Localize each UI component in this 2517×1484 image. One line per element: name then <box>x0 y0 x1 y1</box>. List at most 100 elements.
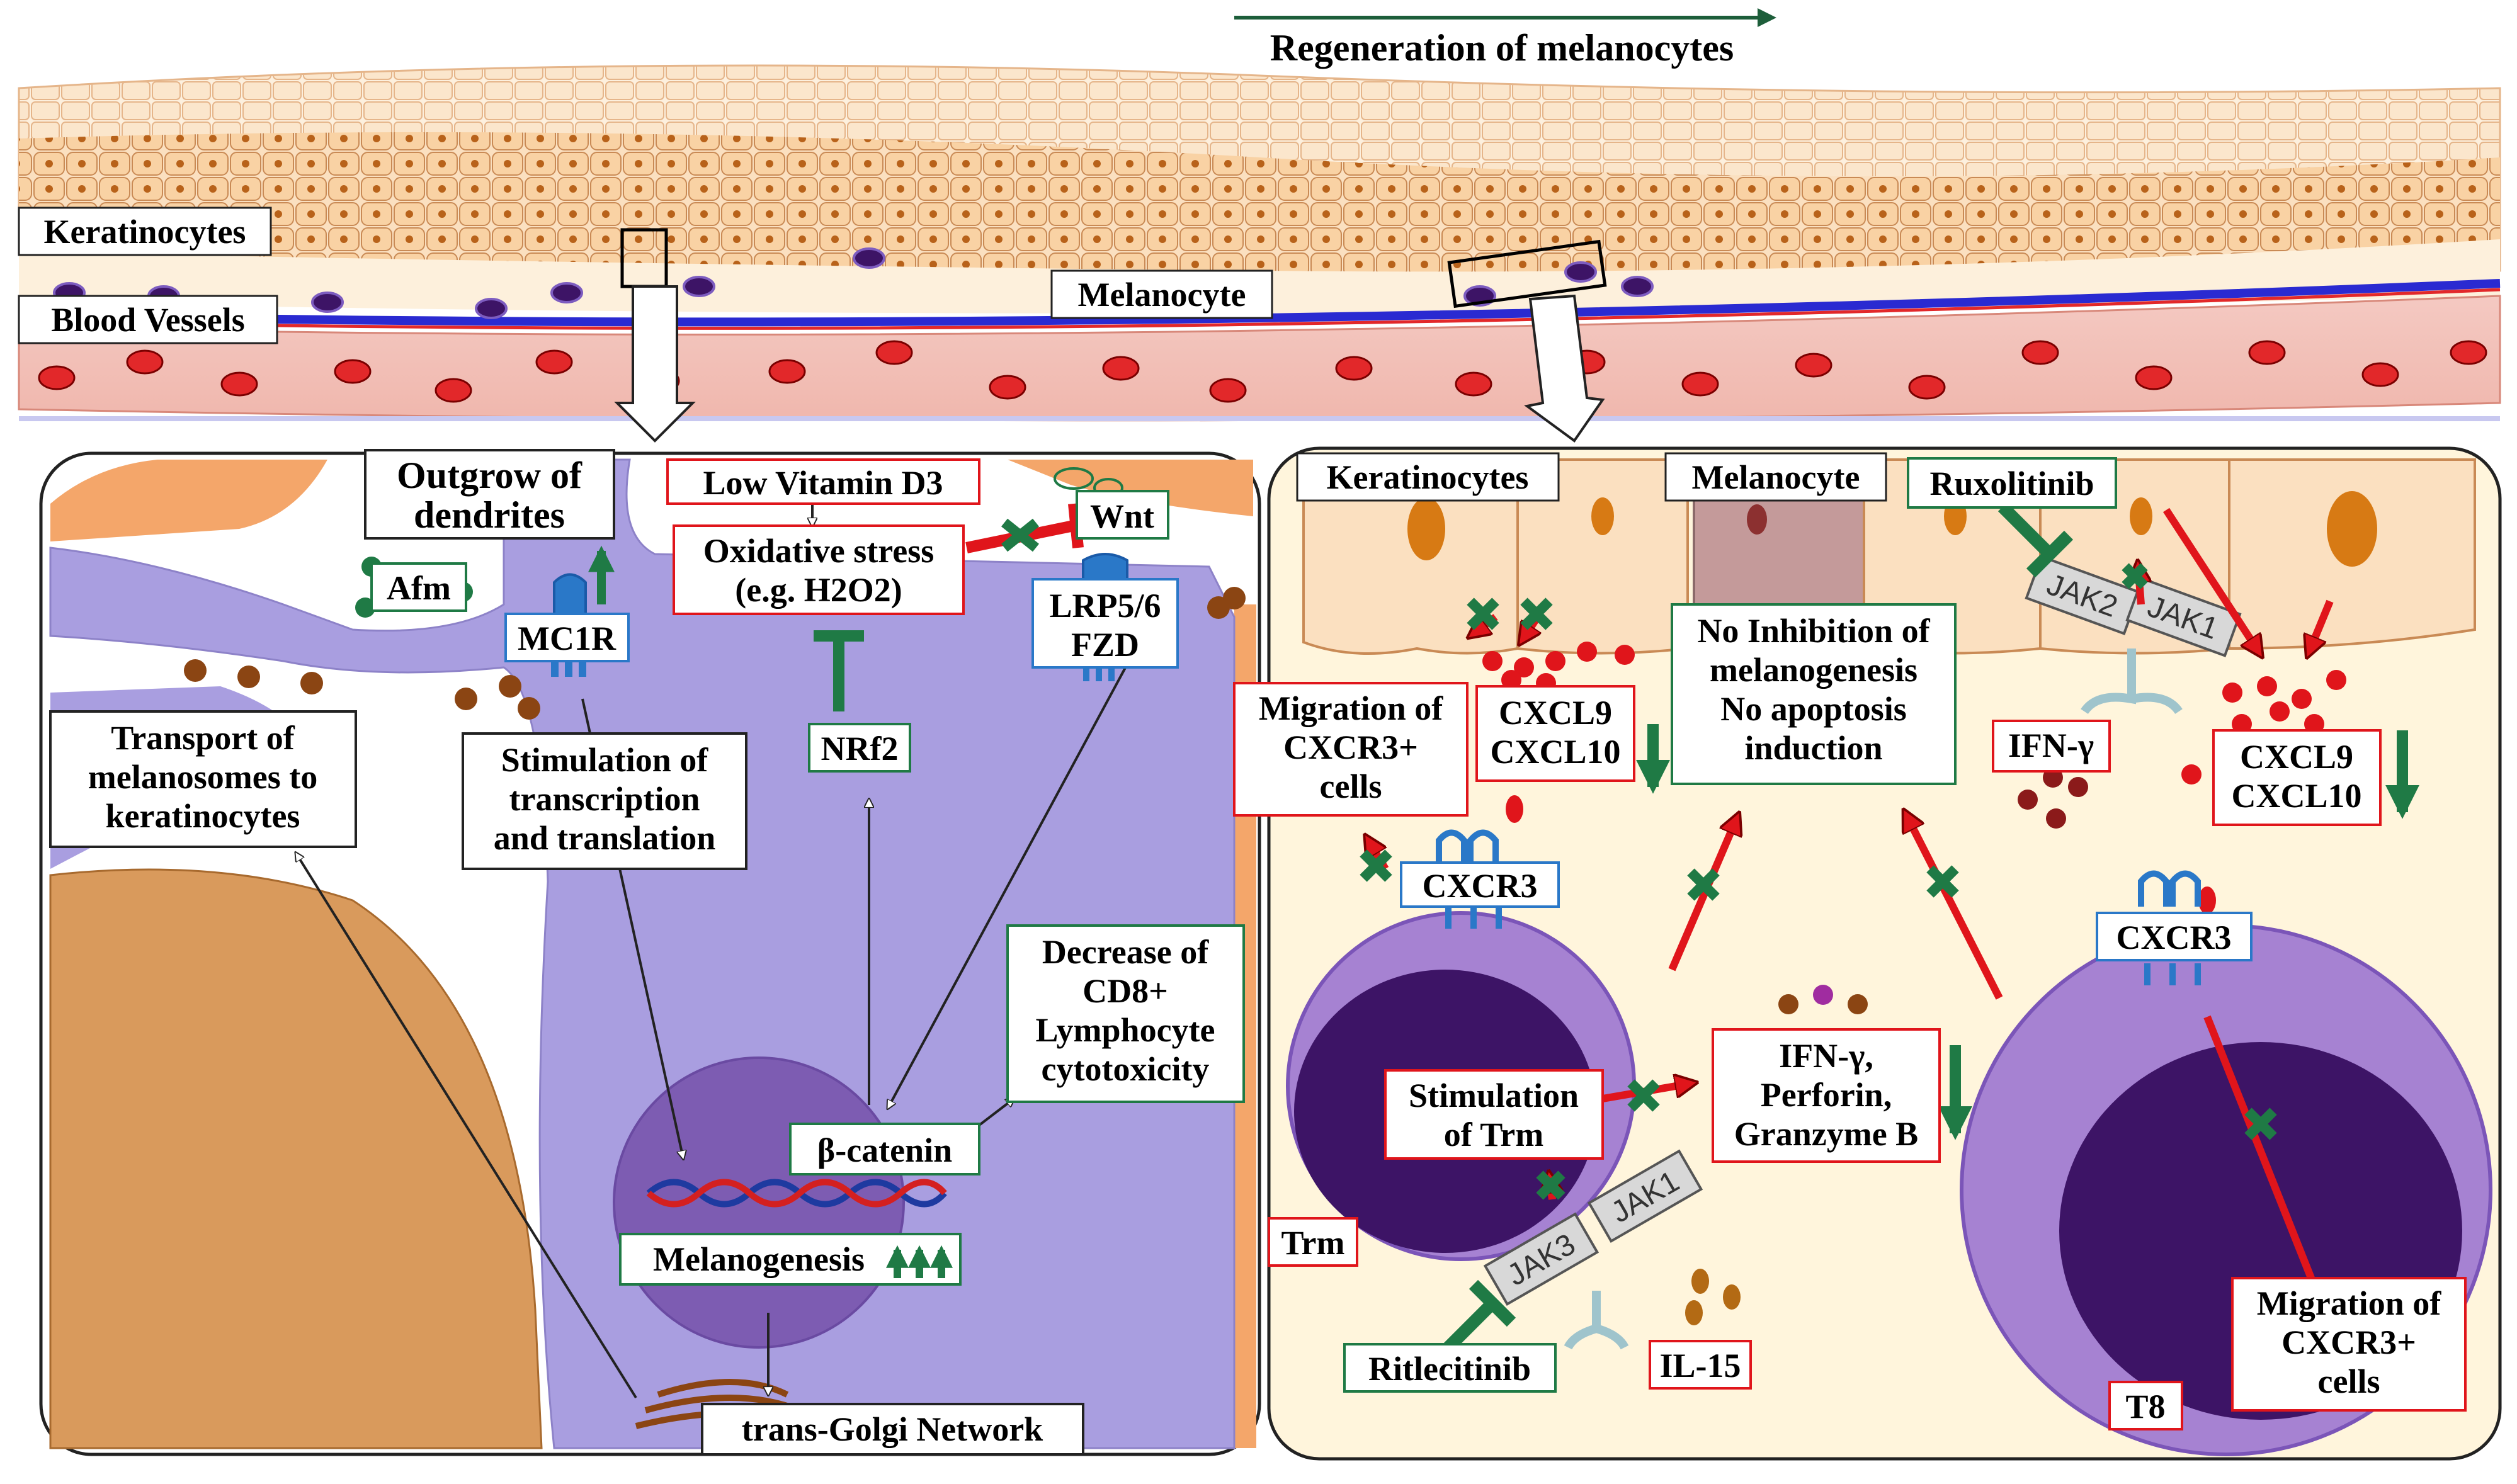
zoom-arrow-left <box>614 285 696 443</box>
svg-text:Transport of: Transport of <box>111 719 295 757</box>
cxcr3-right-box: CXCR3 <box>2096 912 2253 961</box>
svg-text:Wnt: Wnt <box>1090 497 1154 535</box>
svg-text:Lymphocyte: Lymphocyte <box>1035 1011 1215 1049</box>
il15-molecules <box>1685 1269 1741 1325</box>
svg-text:of Trm: of Trm <box>1444 1116 1543 1153</box>
ruxolitinib-box: Ruxolitinib <box>1907 457 2117 509</box>
left-panel: Outgrow of dendrites Afm MC1R Low Vitami… <box>39 449 1261 1456</box>
svg-text:MC1R: MC1R <box>518 620 616 657</box>
cxcl-left-box: CXCL9 CXCL10 <box>1475 685 1635 782</box>
svg-text:LRP5/6: LRP5/6 <box>1049 587 1161 625</box>
red-blood-cells <box>38 340 2487 403</box>
green-down-arrows <box>1636 724 2419 1140</box>
svg-text:No Inhibition of: No Inhibition of <box>1697 612 1930 650</box>
svg-text:FZD: FZD <box>1071 626 1139 664</box>
secretion-molecules <box>1778 985 1868 1014</box>
svg-text:Stimulation: Stimulation <box>1409 1077 1579 1114</box>
melanogenesis-up-arrows <box>886 1245 953 1278</box>
label-melanocyte-skin: Melanocyte <box>1050 269 1273 319</box>
mc1r-box: MC1R <box>504 613 630 662</box>
nrf2-box: NRf2 <box>808 723 911 773</box>
svg-text:Migration of: Migration of <box>1259 689 1443 727</box>
svg-text:NRf2: NRf2 <box>821 730 899 767</box>
il15-box: IL-15 <box>1649 1340 1752 1390</box>
trm-label: Trm <box>1268 1217 1358 1267</box>
svg-text:Granzyme B: Granzyme B <box>1734 1115 1918 1153</box>
right-panel: JAK2 JAK1 JAK3 JAK1 <box>1233 446 2502 1461</box>
no-inhibition-box: No Inhibition of melanogenesis No apopto… <box>1671 603 1957 785</box>
ritlecitinib-inhibition <box>1443 1279 1516 1352</box>
svg-text:Perforin,: Perforin, <box>1761 1076 1892 1114</box>
svg-text:Ruxolitinib: Ruxolitinib <box>1929 465 2094 502</box>
zoom-box-right <box>1447 239 1607 309</box>
trans-golgi-box: trans-Golgi Network <box>701 1403 1084 1456</box>
zoom-arrow-right <box>1524 294 1605 443</box>
svg-text:IFN-γ: IFN-γ <box>2008 727 2094 764</box>
svg-text:CXCL10: CXCL10 <box>1490 733 1620 771</box>
keratinocytes-label-right: Keratinocytes <box>1296 452 1560 502</box>
svg-text:dendrites: dendrites <box>414 494 565 536</box>
svg-text:CXCR3: CXCR3 <box>2116 919 2232 956</box>
svg-text:CD8+: CD8+ <box>1082 972 1168 1010</box>
svg-text:IFN-γ,: IFN-γ, <box>1779 1037 1873 1075</box>
melanogenesis-box: Melanogenesis <box>619 1233 962 1286</box>
wnt-box: Wnt <box>1076 490 1169 540</box>
oxidative-stress-box: Oxidative stress (e.g. H2O2) <box>673 524 965 615</box>
svg-text:Outgrow of: Outgrow of <box>397 455 582 496</box>
header-title: Regeneration of melanocytes <box>1270 27 1734 69</box>
svg-text:Migration of: Migration of <box>2257 1284 2441 1322</box>
svg-text:melanogenesis: melanogenesis <box>1710 651 1918 689</box>
ruxolitinib-inhibition <box>1997 502 2074 578</box>
melanosomes-left <box>184 587 1246 720</box>
svg-text:Melanocyte: Melanocyte <box>1692 458 1860 496</box>
migration-left-box: Migration of CXCR3+ cells <box>1233 682 1469 817</box>
svg-text:Keratinocytes: Keratinocytes <box>44 213 246 251</box>
skin-section: Keratinocytes Blood Vessels Melanocyte <box>18 64 2501 443</box>
cxcl-chemokines-right <box>2181 670 2346 914</box>
svg-text:cytotoxicity: cytotoxicity <box>1042 1050 1210 1088</box>
svg-text:Stimulation of: Stimulation of <box>501 741 709 779</box>
lrp-fzd-box: LRP5/6 FZD <box>1031 578 1179 669</box>
t8-label: T8 <box>2108 1381 2183 1430</box>
ifn-perforin-granzyme-box: IFN-γ, Perforin, Granzyme B <box>1712 1028 1941 1163</box>
svg-text:keratinocytes: keratinocytes <box>106 797 300 835</box>
svg-text:β-catenin: β-catenin <box>817 1131 952 1169</box>
svg-text:trans-Golgi Network: trans-Golgi Network <box>742 1410 1043 1448</box>
svg-text:CXCL9: CXCL9 <box>1499 694 1612 732</box>
svg-text:IL-15: IL-15 <box>1659 1347 1741 1385</box>
svg-text:CXCR3+: CXCR3+ <box>1283 728 1418 766</box>
ifn-gamma-small-box: IFN-γ <box>1992 720 2111 773</box>
label-keratinocytes: Keratinocytes <box>18 207 272 256</box>
svg-text:and translation: and translation <box>494 819 716 857</box>
svg-text:cells: cells <box>2318 1362 2380 1400</box>
mc1r-receptor <box>551 573 587 677</box>
jak2-jak1-complex: JAK2 JAK1 <box>2025 555 2242 715</box>
svg-text:Keratinocytes: Keratinocytes <box>1327 458 1529 496</box>
low-vitamin-d3-box: Low Vitamin D3 <box>666 458 980 505</box>
svg-text:No apoptosis: No apoptosis <box>1720 690 1907 728</box>
svg-text:melanosomes to: melanosomes to <box>88 758 317 796</box>
dna-helix <box>646 1179 947 1208</box>
green-x-marks <box>1360 563 2277 1200</box>
afm-box: Afm <box>370 562 467 612</box>
svg-text:CXCR3+: CXCR3+ <box>2281 1323 2416 1361</box>
stimulation-transcription-box: Stimulation of transcription and transla… <box>462 732 747 870</box>
stimulation-trm-box: Stimulation of Trm <box>1384 1069 1604 1160</box>
svg-text:induction: induction <box>1744 729 1882 767</box>
melanocyte-label-right: Melanocyte <box>1664 452 1887 502</box>
svg-text:Oxidative stress: Oxidative stress <box>703 532 934 570</box>
svg-text:Melanocyte: Melanocyte <box>1078 276 1246 314</box>
svg-text:(e.g. H2O2): (e.g. H2O2) <box>735 571 902 609</box>
svg-text:transcription: transcription <box>509 780 700 818</box>
svg-text:Ritlecitinib: Ritlecitinib <box>1368 1350 1531 1388</box>
nrf2-inhibition <box>814 630 864 711</box>
svg-text:Blood Vessels: Blood Vessels <box>51 301 245 339</box>
beta-catenin-box: β-catenin <box>789 1123 980 1175</box>
svg-text:CXCL10: CXCL10 <box>2231 777 2361 815</box>
svg-text:Trm: Trm <box>1281 1224 1345 1262</box>
label-blood-vessels: Blood Vessels <box>18 295 278 344</box>
outgrow-dendrites-box: Outgrow of dendrites <box>364 449 615 540</box>
svg-text:Melanogenesis: Melanogenesis <box>653 1240 865 1278</box>
svg-text:cells: cells <box>1320 767 1382 805</box>
ritlecitinib-box: Ritlecitinib <box>1343 1343 1557 1393</box>
